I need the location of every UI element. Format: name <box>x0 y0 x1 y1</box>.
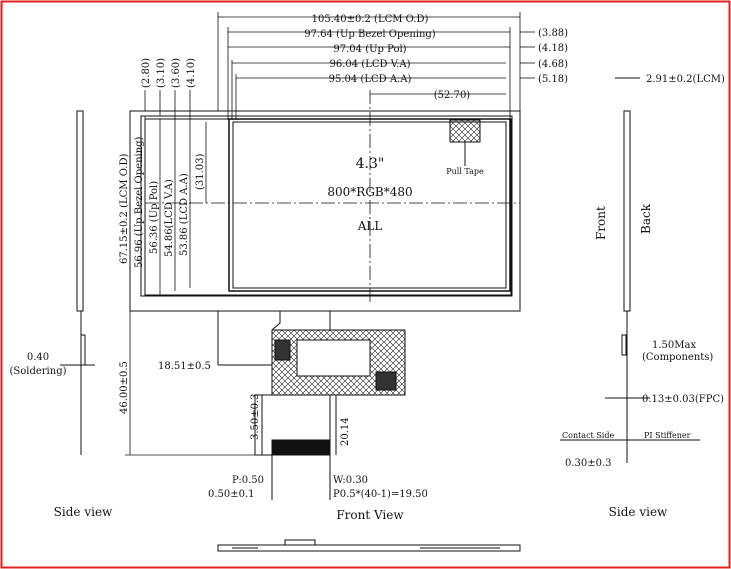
top-dim-labels: 105.40±0.2 (LCM O.D) 97.64 (Up Bezel Ope… <box>304 14 568 101</box>
pol-outline <box>144 118 512 296</box>
back-label: Back <box>639 203 653 234</box>
lcm-thickness: 2.91±0.2(LCM) <box>646 74 725 85</box>
dim-lcd-aa: 95.04 (LCD A.A) <box>329 74 412 85</box>
dim-v-lcd-va: 54.86(LCD V.A) <box>164 179 175 257</box>
front-view-title: Front View <box>336 508 404 522</box>
fpc-dim-labels: 18.51±0.5 3.50±0.3 20.14 P:0.50 W:0.30 0… <box>158 361 428 500</box>
comp-label: (Components) <box>642 352 713 363</box>
dim-3-60: (3.60) <box>171 58 182 88</box>
dim-v-31-03: (31.03) <box>195 153 206 190</box>
dim-pitch: P:0.50 <box>232 475 264 486</box>
dim-20-14: 20.14 <box>340 417 351 446</box>
side-view-right-title: Side view <box>609 505 668 519</box>
soldering-value: 0.40 <box>27 352 49 363</box>
dim-4-18: (4.18) <box>538 43 568 54</box>
lcd-aa <box>232 121 507 289</box>
dim-3-50: 3.50±0.3 <box>250 393 261 440</box>
pull-tape <box>449 119 481 143</box>
pi-stiffener-label: PI Stiffener <box>644 431 691 440</box>
dim-v-up-bezel: 56.96 (Up Bezel Opening) <box>134 136 145 268</box>
left-side-labels: 0.40 (Soldering) Side view <box>9 352 113 519</box>
left-top-dim-labels: (2.80) (3.10) (3.60) (4.10) <box>141 58 197 88</box>
vertical-dim-labels: 67.15±0.2 (LCM O.D) 56.96 (Up Bezel Open… <box>119 136 206 414</box>
top-dimensions <box>217 12 535 120</box>
vertical-dimensions <box>125 111 272 456</box>
lcd-va <box>228 118 511 292</box>
left-top-dims <box>144 90 191 122</box>
dim-18-51: 18.51±0.5 <box>158 361 211 372</box>
stiffener-area <box>296 339 371 377</box>
dim-center-52-70: (52.70) <box>434 90 471 101</box>
display-labels: 4.3" 800*RGB*480 ALL Pull Tape <box>327 156 484 233</box>
dim-up-bezel: 97.64 (Up Bezel Opening) <box>304 29 436 40</box>
resolution-label: 800*RGB*480 <box>327 185 412 199</box>
dim-lcm-od: 105.40±0.2 (LCM O.D) <box>312 14 429 25</box>
dim-width: W:0.30 <box>333 475 368 486</box>
comp-max: 1.50Max <box>652 340 696 351</box>
right-side-view <box>560 77 700 463</box>
pull-tape-label: Pull Tape <box>446 167 484 176</box>
dim-4-68: (4.68) <box>538 59 568 70</box>
dim-4-10: (4.10) <box>186 58 197 88</box>
left-side-view <box>60 110 95 455</box>
dim-3-10: (3.10) <box>156 58 167 88</box>
bezel-opening <box>140 115 513 297</box>
dim-v-fpc-len: 46.00±0.5 <box>119 361 130 414</box>
contact-side-label: Contact Side <box>562 431 614 440</box>
all-label: ALL <box>357 219 383 233</box>
bottom-view <box>217 539 521 552</box>
dim-v-lcm-od: 67.15±0.2 (LCM O.D) <box>119 153 130 264</box>
soldering-label: (Soldering) <box>9 366 66 377</box>
dim-up-pol: 97.04 (Up Pol) <box>333 44 406 55</box>
fpc-pins <box>271 439 331 456</box>
dim-2-80: (2.80) <box>141 58 152 88</box>
dim-3-88: (3.88) <box>538 28 568 39</box>
dim-margin: 0.50±0.1 <box>208 489 255 500</box>
right-side-labels: 2.91±0.2(LCM) Front Back 1.50Max (Compon… <box>562 74 725 519</box>
dim-v-up-pol: 56.36 (Up Pol) <box>149 181 160 254</box>
dim-5-18: (5.18) <box>538 74 568 85</box>
side-view-left-title: Side view <box>54 505 113 519</box>
front-view <box>129 90 521 312</box>
dim-v-lcd-aa: 53.86 (LCD A.A) <box>179 173 190 256</box>
front-label: Front <box>594 206 608 240</box>
stiffener-thickness: 0.30±0.3 <box>565 458 612 469</box>
fpc-tail <box>217 311 406 500</box>
fpc-thickness: 0.13±0.03(FPC) <box>642 394 724 405</box>
dim-pins: P0.5*(40-1)=19.50 <box>333 489 428 500</box>
dim-lcd-va: 96.04 (LCD V.A) <box>330 59 411 70</box>
size-label: 4.3" <box>356 156 385 172</box>
